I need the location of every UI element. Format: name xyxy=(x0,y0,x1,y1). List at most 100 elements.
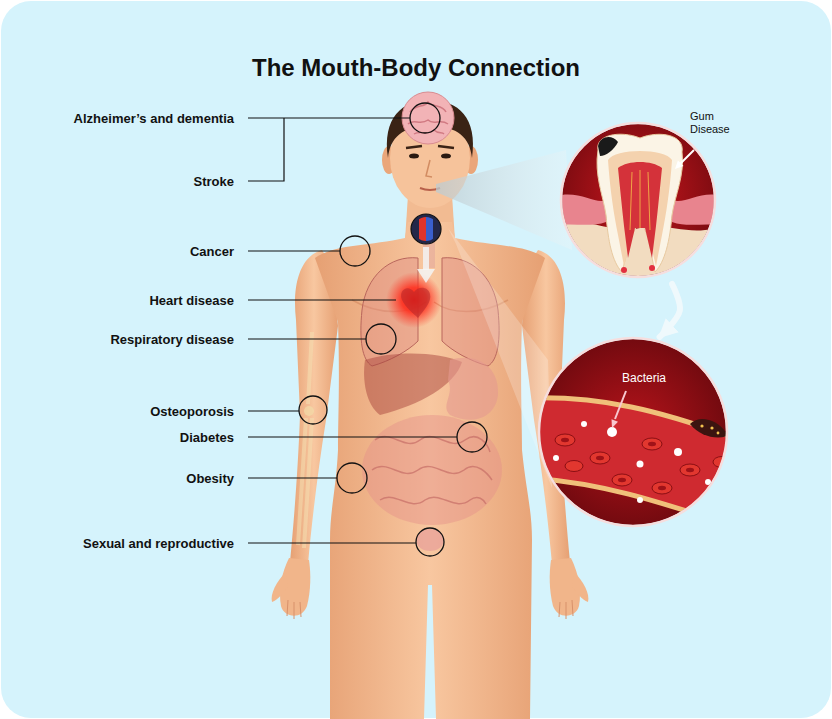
bacteria-zoom xyxy=(700,424,703,427)
label-slot: Sexual and reproductive xyxy=(0,534,234,552)
bacteria-zoom xyxy=(561,438,694,490)
marker-circles xyxy=(340,236,370,266)
bacteria-zoom xyxy=(652,482,672,494)
human-body xyxy=(315,222,545,719)
bacteria-zoom xyxy=(648,442,656,446)
zoom-label: Bacteria xyxy=(622,371,702,386)
bacteria-zoom xyxy=(680,464,700,476)
throat-vessel xyxy=(423,247,429,270)
bacteria-zoom xyxy=(674,448,682,456)
condition-label: Diabetes xyxy=(180,430,234,445)
throat-vessel xyxy=(419,214,433,244)
marker-circles xyxy=(299,103,487,556)
bacteria-zoom xyxy=(555,434,731,494)
label-slot: Alzheimer’s and dementia xyxy=(0,109,234,127)
marker-circles xyxy=(410,103,440,133)
gum-zoom xyxy=(597,134,683,272)
leader-lines xyxy=(248,410,299,411)
leader-lines xyxy=(248,118,284,181)
bacteria-zoom xyxy=(717,432,720,435)
bacteria-zoom xyxy=(590,452,610,464)
organs xyxy=(401,288,430,318)
bacteria-zoom xyxy=(612,419,619,428)
bacteria-zoom xyxy=(530,398,740,440)
label-slot: Cancer xyxy=(0,242,234,260)
leader-lines xyxy=(248,338,366,339)
condition-label: Cancer xyxy=(190,244,234,259)
human-body xyxy=(272,250,338,619)
magnifier-ring xyxy=(538,337,728,527)
leader-lines xyxy=(248,118,457,543)
condition-label: Respiratory disease xyxy=(110,332,234,347)
bacteria-zoom xyxy=(690,419,728,437)
zoom-label: Gum Disease xyxy=(690,110,740,136)
human-body xyxy=(304,406,314,416)
bacteria-zoom xyxy=(658,486,666,490)
organs xyxy=(446,358,498,420)
bacteria-zoom xyxy=(561,438,569,442)
bacteria-zoom xyxy=(615,391,626,419)
flow-arrow xyxy=(660,284,680,337)
brain xyxy=(408,102,448,134)
human-body xyxy=(272,195,589,719)
bacteria-zoom xyxy=(553,455,559,461)
human-body xyxy=(298,332,312,548)
condition-label: Heart disease xyxy=(149,293,234,308)
magnifier-ring-line xyxy=(561,123,715,277)
label-slot: Stroke xyxy=(0,172,234,190)
bacteria-zoom xyxy=(581,421,587,427)
condition-label: Osteoporosis xyxy=(150,404,234,419)
gum-zoom xyxy=(608,151,672,266)
bacteria-zoom xyxy=(530,398,740,528)
head xyxy=(441,154,451,159)
leader-lines xyxy=(248,250,340,251)
label-slot: Heart disease xyxy=(0,291,234,309)
condition-label: Alzheimer’s and dementia xyxy=(74,111,234,126)
condition-label: Sexual and reproductive xyxy=(83,536,234,551)
leader-lines xyxy=(248,436,457,437)
diagram-title: The Mouth-Body Connection xyxy=(252,53,580,83)
bacteria-zoom xyxy=(553,421,711,503)
bacteria-zoom xyxy=(710,426,713,429)
gum-zoom xyxy=(556,118,722,290)
marker-circles xyxy=(366,324,396,354)
bacteria-zoom xyxy=(530,337,740,528)
label-slot: Osteoporosis xyxy=(0,402,234,420)
throat-vessel xyxy=(411,214,441,244)
throat-vessel xyxy=(411,214,441,283)
head xyxy=(426,160,432,177)
gum-zoom xyxy=(556,118,722,290)
connector-group xyxy=(660,284,680,337)
gum-zoom xyxy=(630,170,650,230)
label-slot: Respiratory disease xyxy=(0,330,234,348)
condition-label: Stroke xyxy=(194,174,234,189)
magnifier-circle: Gum Disease xyxy=(558,108,742,284)
leader-lines xyxy=(248,299,396,300)
magnifier-circle: Bacteria xyxy=(538,337,728,527)
title-slot: The Mouth-Body Connection xyxy=(0,53,832,83)
head xyxy=(409,154,419,159)
gum-zoom xyxy=(556,222,722,290)
throat-vessel xyxy=(417,269,435,283)
gum-zoom xyxy=(675,161,684,170)
bacteria-zoom xyxy=(637,461,644,468)
bacteria-zoom xyxy=(612,474,632,486)
magnifier-ring-line xyxy=(539,338,727,526)
gum-zoom xyxy=(649,265,655,271)
organs xyxy=(372,437,492,504)
marker-circles xyxy=(337,463,367,493)
zoom-beams xyxy=(448,228,552,488)
bacteria-zoom xyxy=(530,478,740,528)
zoom-beams xyxy=(436,150,572,250)
bacteria-zoom xyxy=(555,434,575,446)
bacteria-zoom xyxy=(618,478,626,482)
leader-lines xyxy=(248,542,416,543)
head xyxy=(406,146,454,148)
label-slot: Obesity xyxy=(0,469,234,487)
marker-circles xyxy=(299,396,327,424)
